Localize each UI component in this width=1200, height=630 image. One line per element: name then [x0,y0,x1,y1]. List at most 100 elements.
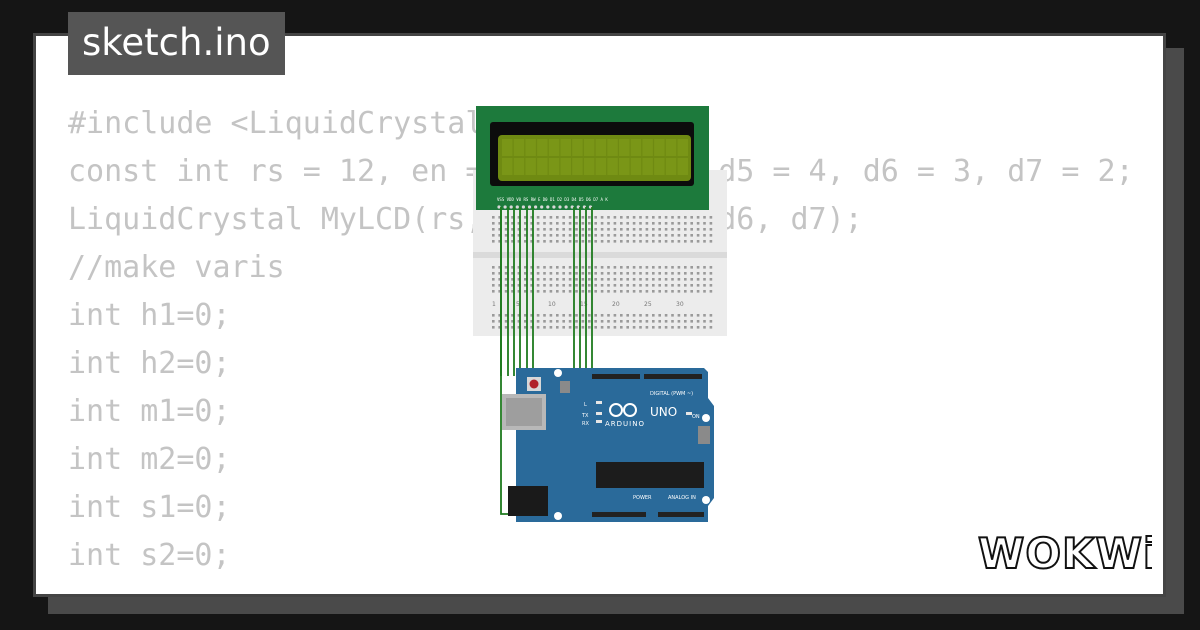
breadboard-hole [664,326,668,329]
breadboard-hole [549,266,553,269]
breadboard-hole [696,216,700,219]
breadboard-hole [658,284,661,287]
lcd-pin [527,205,532,209]
breadboard-hole [632,290,636,293]
breadboard-hole [575,320,578,323]
breadboard-hole [492,320,495,323]
breadboard-hole [677,216,681,219]
breadboard-hole [575,228,578,231]
code-line: //make varis [68,250,285,285]
breadboard-hole [562,266,565,269]
breadboard-hole [524,234,527,237]
lcd-char-cell [548,158,560,175]
breadboard-hole [703,266,706,269]
breadboard-hole [600,222,604,225]
breadboard-hole [562,272,565,275]
breadboard-hole [652,278,655,281]
lcd-char-cell [607,139,618,156]
breadboard-hole [626,240,629,243]
breadboard-hole [639,234,642,237]
lcd-char-cell [654,139,665,156]
breadboard-hole [645,278,649,281]
breadboard-hole [530,272,533,275]
breadboard-hole [607,266,610,269]
breadboard-hole [632,216,636,219]
breadboard-hole [645,320,649,323]
breadboard-hole [511,284,514,287]
breadboard-hole [645,326,649,329]
breadboard-hole [607,320,610,323]
breadboard-hole [639,314,642,317]
breadboard-hole [600,240,604,243]
breadboard-hole [543,216,546,219]
breadboard-hole [504,326,508,329]
breadboard-hole [690,240,693,243]
breadboard-hole [556,284,559,287]
breadboard-hole [703,326,706,329]
lcd-char-cell [677,139,688,156]
breadboard-hole [664,222,668,225]
breadboard-hole [639,266,642,269]
breadboard-hole [588,216,591,219]
breadboard-hole [543,222,546,225]
breadboard-hole [658,320,661,323]
breadboard-hole [607,284,610,287]
breadboard-hole [613,326,617,329]
lcd-pin [552,205,556,209]
breadboard-hole [607,216,610,219]
breadboard-hole [575,278,578,281]
breadboard-hole [568,320,572,323]
breadboard-hole [639,272,642,275]
lcd-pin [564,205,568,209]
breadboard-hole [536,314,540,317]
breadboard-hole [639,284,642,287]
file-tab[interactable]: sketch.ino [68,12,285,75]
lcd-char-cell [502,158,513,175]
breadboard-col-label: 1 [492,301,496,308]
breadboard-hole [696,314,700,317]
breadboard-hole [549,228,553,231]
breadboard-hole [492,272,495,275]
breadboard-hole [581,228,585,231]
breadboard-hole [639,326,642,329]
breadboard-hole [517,222,521,225]
wokwi-logo-text: WOKWi [978,529,1152,578]
breadboard-hole [524,290,527,293]
code-line: int s1=0; [68,490,231,525]
breadboard-hole [632,284,636,287]
lcd-char-cell [595,139,607,156]
breadboard-hole [517,314,521,317]
breadboard-hole [613,284,617,287]
breadboard-hole [536,284,540,287]
breadboard-hole [562,314,565,317]
breadboard-hole [671,240,674,243]
breadboard-hole [626,266,629,269]
breadboard-hole [626,216,629,219]
breadboard-hole [658,216,661,219]
breadboard-hole [696,240,700,243]
breadboard-hole [677,320,681,323]
breadboard-hole [671,284,674,287]
lcd-char-cell [630,139,642,156]
lcd-char-cell [583,139,595,156]
breadboard-hole [575,240,578,243]
breadboard-hole [549,290,553,293]
breadboard-hole [556,326,559,329]
arduino-label: ARDUINO [605,420,645,428]
breadboard-hole [709,228,713,231]
breadboard-hole [568,278,572,281]
breadboard-hole [581,326,585,329]
lcd-char-cell [525,158,536,175]
breadboard-hole [709,240,713,243]
lcd-pin [540,205,544,209]
lcd-pin [558,205,562,209]
breadboard-hole [658,272,661,275]
breadboard-hole [594,266,597,269]
breadboard-hole [498,320,501,323]
breadboard-hole [581,284,585,287]
lcd-char-cell [665,158,677,175]
breadboard-hole [645,216,649,219]
breadboard-hole [575,326,578,329]
breadboard-hole [684,284,687,287]
breadboard-hole [709,234,713,237]
